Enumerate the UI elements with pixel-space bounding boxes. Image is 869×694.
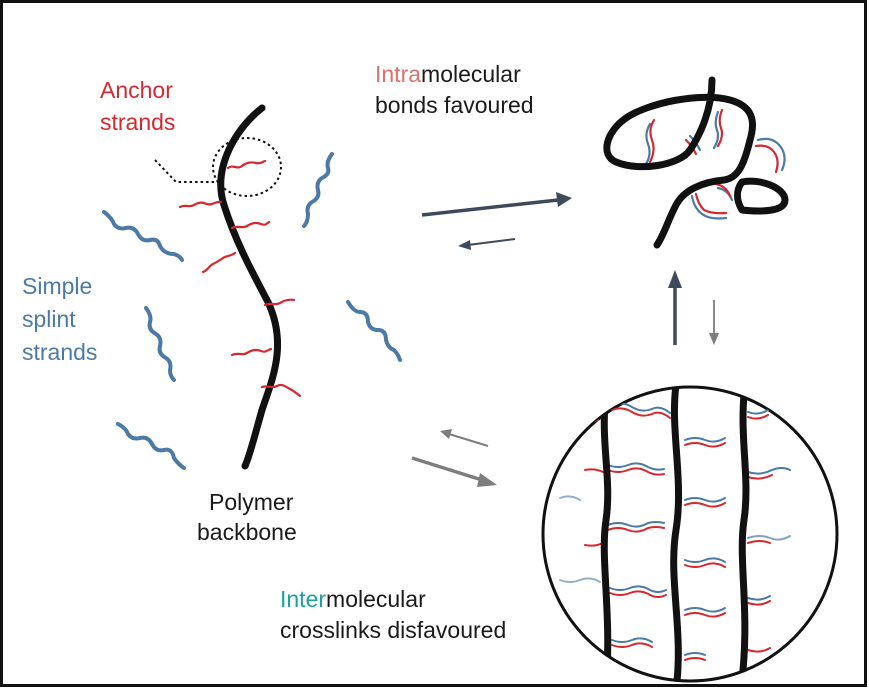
anchor-strand — [263, 298, 296, 307]
anchor-strand — [178, 200, 223, 209]
inter-suffix: molecular — [326, 586, 426, 612]
equilibrium-arrows-bottom — [411, 429, 497, 487]
splint-strands — [102, 152, 402, 470]
anchor-strands — [178, 159, 302, 398]
folded-backbone — [603, 76, 789, 249]
arrowhead — [477, 473, 497, 487]
forward-arrow-intra — [421, 198, 559, 217]
intra-label-line1: Intramolecular — [375, 58, 521, 90]
zoom-circle — [541, 385, 839, 683]
reverse-arrow-inter — [448, 433, 489, 447]
forward-arrow-inter — [411, 456, 483, 482]
splint-label-line1: Simple — [22, 273, 93, 299]
splint-label-line2: splint — [22, 306, 76, 332]
intra-label-line2: bonds favoured — [375, 92, 534, 118]
splint-strand — [144, 306, 176, 382]
intra-prefix: Intra — [375, 61, 422, 87]
anchor-strand — [260, 383, 302, 398]
splint-strand — [302, 152, 334, 228]
network-backbones — [600, 387, 750, 681]
splint-strand — [346, 300, 402, 362]
anchor-label-line1: Anchor — [100, 77, 173, 103]
callout-leader — [154, 159, 222, 183]
splint-label-line3: strands — [22, 339, 98, 365]
arrowhead — [668, 270, 682, 288]
polymer-label-line2: backbone — [197, 519, 297, 545]
arrowhead — [556, 192, 572, 207]
splint-strand — [116, 422, 186, 470]
anchor-strand — [230, 220, 271, 230]
arrowhead — [458, 240, 471, 250]
anchor-label-line2: strands — [100, 109, 176, 135]
arrowhead — [440, 429, 452, 439]
anchor-strand — [230, 347, 273, 357]
polymer-label-line1: Polymer — [209, 489, 294, 515]
inter-prefix: Inter — [280, 586, 327, 612]
bonded-strand-pairs — [644, 108, 786, 220]
anchor-strand — [201, 251, 237, 274]
equilibrium-arrows-top — [421, 192, 572, 250]
polymer-backbone — [217, 104, 282, 470]
intra-suffix: molecular — [421, 61, 521, 87]
splint-strand — [102, 210, 184, 262]
inter-label-line2: crosslinks disfavoured — [280, 617, 507, 643]
arrowhead — [709, 333, 719, 345]
reverse-arrow-intra — [467, 238, 516, 246]
intramolecular-structure — [603, 76, 789, 249]
anchor-strand — [226, 159, 267, 170]
intermolecular-network — [541, 385, 839, 683]
inter-label-line1: Intermolecular — [280, 583, 426, 615]
callout-circle — [212, 137, 282, 197]
equilibrium-arrows-vertical — [668, 270, 719, 345]
